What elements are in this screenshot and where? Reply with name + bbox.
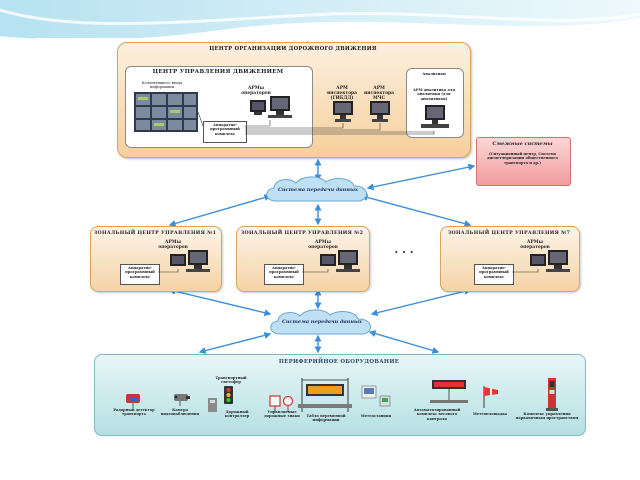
arm-operators-label: АРМы операторов xyxy=(241,86,271,97)
zone1-workstation-icon xyxy=(170,250,210,272)
arm-mchs-label: АРМ инспектора МЧС xyxy=(364,86,394,102)
windsock-icon xyxy=(483,386,498,408)
periph-label-weather: Метеостанция xyxy=(360,414,392,418)
network-top-label: Система передачи данных xyxy=(277,187,359,193)
network-cloud-top xyxy=(266,176,368,202)
periph-label-parking: Комплекс управления парковочным простран… xyxy=(515,412,579,421)
adjacent-systems-box xyxy=(476,137,571,186)
adjacent-systems-title: Смежные системы xyxy=(492,141,553,147)
arrow-network-to-zone1 xyxy=(168,194,272,227)
weigh-in-motion-icon xyxy=(430,380,468,403)
traffic-center-title: ЦЕНТР УПРАВЛЕНИЯ ДВИЖЕНИЕМ xyxy=(152,69,284,75)
arrow-zone1-to-network2 xyxy=(168,287,272,317)
network-bottom-label: Система передачи данных xyxy=(281,319,363,325)
periph-label-controller: Дорожный контроллер xyxy=(224,410,250,419)
arrow-network2-to-periph-left xyxy=(198,332,272,354)
zone1-title: ЗОНАЛЬНЫЙ ЦЕНТР УПРАВЛЕНИЯ №1 xyxy=(93,230,217,236)
peripheral-title: ПЕРИФЕРИЙНОЕ ОБОРУДОВАНИЕ xyxy=(278,359,400,365)
variable-message-sign-icon xyxy=(298,378,352,412)
periph-label-camera: Камера видеонаблюдения xyxy=(160,408,200,417)
arrow-zone7-to-network2 xyxy=(370,287,472,317)
zones-ellipsis: · · · xyxy=(394,246,414,259)
video-wall-label: Коллективного ввода информации xyxy=(141,81,183,90)
zone2-apk-box: Аппаратно-программный комплекс xyxy=(264,264,304,285)
zone2-arm-label: АРМы операторов xyxy=(308,240,338,251)
periph-label-meteo-site: Метеоплощадка xyxy=(472,412,508,416)
mchs-workstation-icon xyxy=(370,101,390,122)
arrow-network-to-zone7 xyxy=(360,194,472,227)
arm-gibdd-label: АРМ инспектора (ГИБДД) xyxy=(327,86,357,102)
zone2-title: ЗОНАЛЬНЫЙ ЦЕНТР УПРАВЛЕНИЯ №2 xyxy=(240,230,364,236)
radar-detector-icon xyxy=(126,394,140,408)
analytics-arm-label: АРМ аналитика для аналитики (для аналити… xyxy=(413,88,455,101)
zone1-arm-label: АРМы операторов xyxy=(158,240,188,251)
adjacent-systems-text: (Ситуационный центр, Система диспетчериз… xyxy=(487,152,558,165)
zone2-workstation-icon xyxy=(320,250,360,272)
zone7-workstation-icon xyxy=(530,250,570,272)
periph-label-road-signs: Управляемые дорожные знаки xyxy=(264,410,300,419)
traffic-light-icon xyxy=(224,386,233,404)
periph-label-traffic-light: Транспортный светофор xyxy=(215,376,247,385)
operator-workstation-icon xyxy=(250,96,292,118)
camera-icon xyxy=(174,394,190,406)
road-controller-icon xyxy=(208,398,217,412)
analytics-workstation-icon xyxy=(421,105,449,128)
weather-station-icon xyxy=(361,385,391,407)
analytics-title: Аналитики xyxy=(422,72,446,76)
arrow-network-to-adjacent xyxy=(366,163,476,191)
periph-label-vms: Табло переменной информации xyxy=(306,414,346,423)
zone1-apk-box: Аппаратно-программный комплекс xyxy=(120,264,160,285)
road-sign-icon xyxy=(269,395,294,412)
center-apk-box: Аппаратно-программный комплекс xyxy=(203,121,247,143)
video-wall-icon xyxy=(134,92,198,132)
zone7-apk-box: Аппаратно-программный комплекс xyxy=(474,264,514,285)
zone7-arm-label: АРМы операторов xyxy=(520,240,550,251)
center-org-title: ЦЕНТР ОРГАНИЗАЦИИ ДОРОЖНОГО ДВИЖЕНИЯ xyxy=(209,46,377,52)
gibdd-workstation-icon xyxy=(333,101,353,122)
periph-label-weigh: Автоматизированный комплекс весового кон… xyxy=(413,408,461,421)
network-cloud-bottom xyxy=(270,309,372,335)
arrow-network2-to-periph-right xyxy=(368,330,440,354)
periph-label-radar: Радарный детектор транспорта xyxy=(113,408,155,417)
zone7-title: ЗОНАЛЬНЫЙ ЦЕНТР УПРАВЛЕНИЯ №7 xyxy=(447,230,571,236)
parking-terminal-icon xyxy=(546,378,558,411)
